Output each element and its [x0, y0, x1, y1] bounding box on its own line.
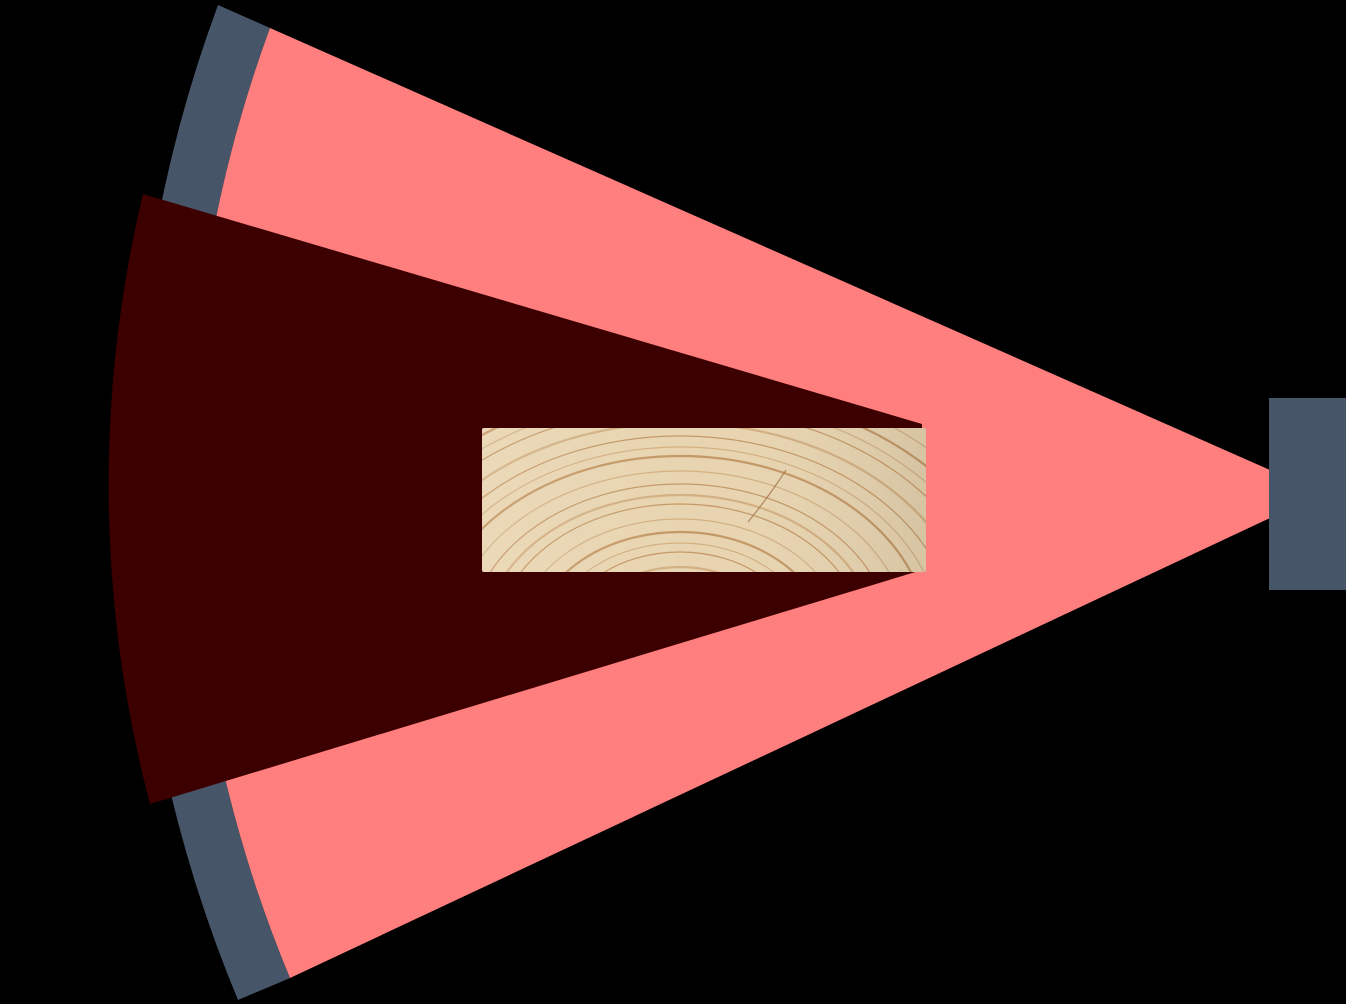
xray-source: [1269, 398, 1346, 590]
wood-sample-shading: [482, 428, 926, 572]
